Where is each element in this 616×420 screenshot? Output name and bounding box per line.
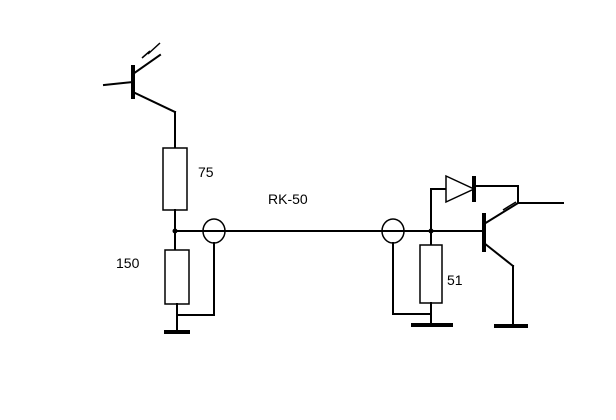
buffer-amplifier: [445, 174, 476, 204]
transistor-source-arrow-2: [141, 50, 151, 59]
transistor-source: [102, 42, 177, 149]
transistor-source-collector: [131, 53, 162, 76]
resistor-150-label: 150: [116, 255, 140, 271]
transistor-receiver: [482, 201, 564, 328]
transistor-source-arrow-1: [147, 42, 161, 55]
cable-label: RK-50: [268, 191, 308, 207]
resistor-51-label: 51: [447, 272, 463, 288]
transistor-source-base-lead: [102, 80, 135, 87]
transistor-source-emitter: [131, 90, 177, 114]
resistor-75-label: 75: [198, 164, 214, 180]
resistor-51: [419, 244, 443, 304]
transistor-receiver-arrow: [502, 201, 517, 211]
resistor-150: [164, 249, 190, 305]
resistor-75: [162, 147, 188, 211]
transistor-receiver-collector: [482, 201, 520, 226]
transistor-receiver-emitter: [482, 241, 515, 268]
